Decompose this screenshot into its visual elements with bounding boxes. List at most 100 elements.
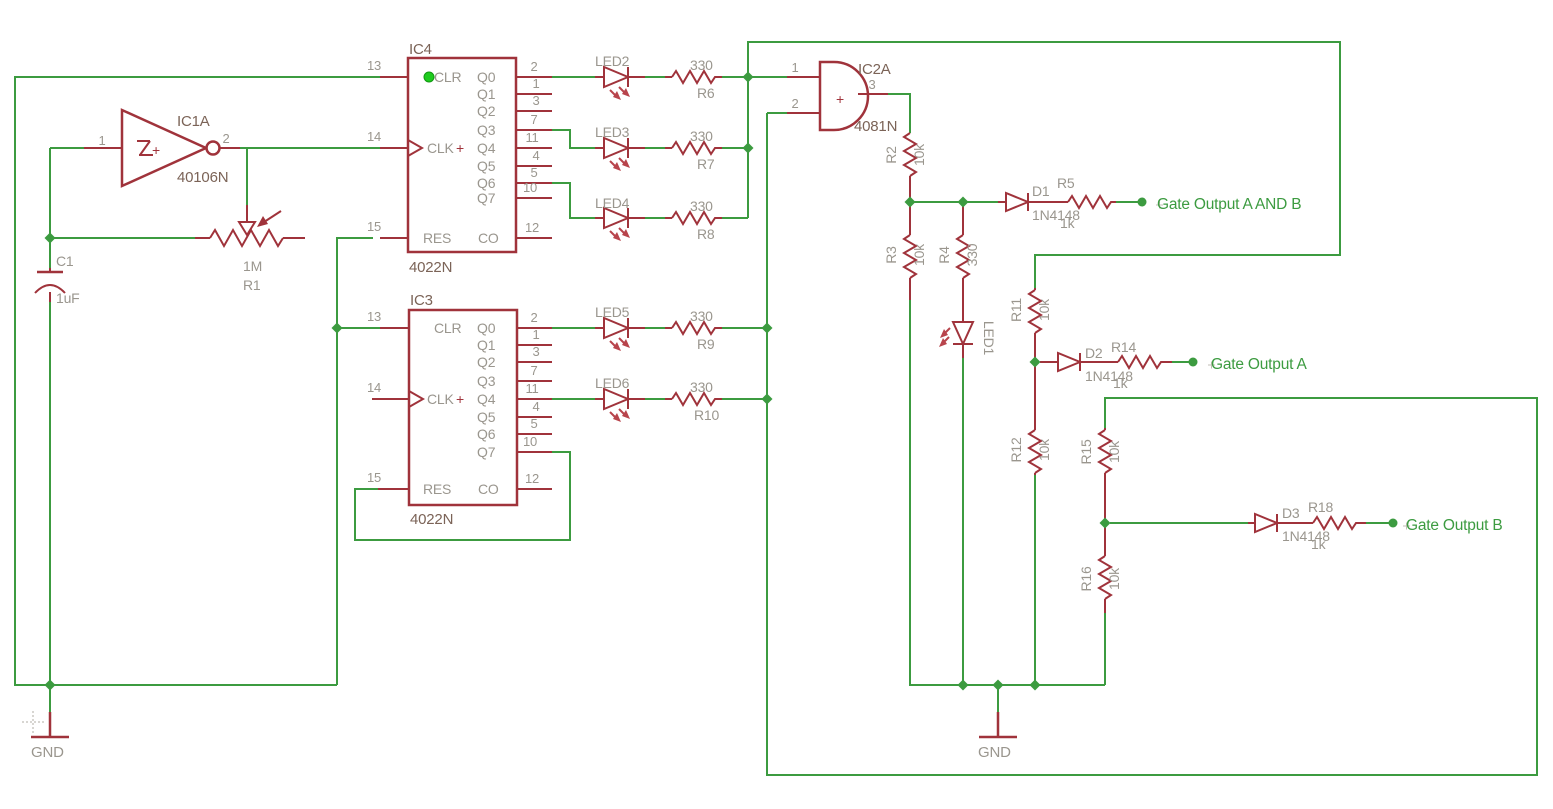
part-value-r15: 10k [1106, 440, 1122, 463]
gnd-symbol[interactable] [29, 710, 71, 739]
pin-name: Q0 [477, 69, 496, 85]
part-name-r11: R11 [1008, 298, 1024, 322]
diode-d1[interactable] [1005, 192, 1029, 212]
part-value-r2: 10k [911, 143, 927, 166]
plus-mark: + [456, 391, 464, 407]
pin-name: Q7 [477, 444, 496, 460]
pin-number: 12 [525, 220, 539, 235]
part-value-r8: 330 [690, 198, 713, 214]
pin-number: 1 [791, 60, 798, 75]
pin-number: 13 [367, 58, 381, 73]
led3[interactable] [603, 137, 631, 172]
part-name-d3: D3 [1282, 505, 1300, 521]
pin-number: 3 [868, 77, 875, 92]
clock-wedge-icon [407, 139, 425, 157]
component-leads [49, 76, 1366, 613]
part-value-d1: 1N4148 [1032, 207, 1080, 223]
pin-name: Q3 [477, 373, 496, 389]
origin-crosshair [22, 711, 44, 733]
pin-number: 10 [523, 434, 537, 449]
part-name-d2: D2 [1085, 345, 1103, 361]
pin-number: 11 [525, 130, 538, 145]
wiper-arrow-icon [257, 216, 268, 227]
pin-number: 1 [532, 327, 539, 342]
pin-name: CO [478, 230, 499, 246]
part-name-r3: R3 [883, 246, 899, 264]
resistor-r14[interactable] [1117, 355, 1165, 369]
ic2a-and-gate[interactable] [818, 60, 870, 132]
net-gate-input-b[interactable] [552, 112, 1538, 776]
ic1a-schmitt-inverter[interactable] [120, 108, 221, 188]
pin-name: Q2 [477, 354, 496, 370]
trimmer-r1[interactable] [209, 210, 284, 247]
pin-number: 15 [367, 470, 381, 485]
pin-name: Q4 [477, 140, 496, 156]
pin-name: Q5 [477, 158, 496, 174]
pin-name: CLR [434, 320, 461, 336]
net-wires[interactable] [14, 41, 1538, 776]
pin-name: Q1 [477, 337, 496, 353]
net-and-output[interactable] [888, 93, 911, 133]
net-ic4-led-rows[interactable] [552, 76, 748, 219]
gnd-label: GND [31, 744, 64, 761]
part-value-r5: 1k [1060, 215, 1076, 231]
net-gate-input-a[interactable] [747, 41, 1341, 288]
part-value-ic2a: 4081N [854, 118, 897, 135]
ic4-counter[interactable] [406, 56, 518, 254]
pin-name: CLK [427, 391, 454, 407]
pin-number: 14 [367, 380, 381, 395]
net-output-taps[interactable] [1110, 361, 1390, 524]
part-name-d1: D1 [1032, 183, 1050, 199]
part-name-r9: R9 [697, 336, 715, 352]
part-value-r3: 10k [911, 243, 927, 266]
part-name-led4: LED4 [595, 195, 630, 211]
net-label-gate-output-b: Gate Output B [1406, 517, 1503, 534]
led2[interactable] [603, 66, 631, 101]
part-name-r14: R14 [1111, 339, 1136, 355]
part-name-r15: R15 [1078, 439, 1094, 464]
diode-d2[interactable] [1057, 352, 1081, 372]
gnd-symbol[interactable] [977, 710, 1019, 739]
part-name-r1: R1 [243, 277, 261, 293]
pin-name: Q6 [477, 426, 496, 442]
part-value-r12: 10k [1036, 438, 1052, 461]
part-value-r11: 10k [1036, 298, 1052, 321]
net-oscillator-output[interactable] [240, 147, 380, 205]
pin-number: 15 [367, 219, 381, 234]
pin-number: 2 [791, 96, 798, 111]
clr-highlight-dot [423, 71, 435, 83]
part-name-r16: R16 [1078, 566, 1094, 591]
ic3-counter[interactable] [407, 308, 519, 507]
pin-name: Q4 [477, 391, 496, 407]
plus-mark: + [456, 140, 464, 156]
pin-number: 5 [530, 165, 537, 180]
net-dividers-and-ground[interactable] [909, 201, 1138, 712]
net-ic3-feedback[interactable] [354, 451, 571, 541]
plus-mark: + [152, 142, 160, 158]
pin-name: CO [478, 481, 499, 497]
part-name-led2: LED2 [595, 53, 630, 69]
net-label-gate-output-a-and-b: Gate Output A AND B [1157, 196, 1301, 213]
pin-name: Q5 [477, 409, 496, 425]
part-name-ic2a: IC2A [858, 61, 891, 78]
text-origin-marks [1156, 201, 1410, 530]
led1[interactable] [938, 321, 974, 348]
part-name-led1: LED1 [981, 321, 997, 356]
led6[interactable] [603, 388, 631, 423]
pin-number: 2 [530, 310, 537, 325]
led5[interactable] [603, 317, 631, 352]
part-value-r6: 330 [690, 57, 713, 73]
clock-wedge-icon [408, 390, 426, 408]
pin-number: 14 [367, 129, 381, 144]
net-reset-clr[interactable] [14, 76, 380, 712]
pin-number: 1 [98, 133, 105, 148]
part-name-led3: LED3 [595, 124, 630, 140]
led4[interactable] [603, 207, 631, 242]
capacitor-c1[interactable] [34, 270, 66, 294]
plus-mark: + [836, 91, 844, 107]
pin-number: 5 [530, 416, 537, 431]
part-value-ic1a: 40106N [177, 169, 228, 186]
diode-d3[interactable] [1254, 513, 1278, 533]
